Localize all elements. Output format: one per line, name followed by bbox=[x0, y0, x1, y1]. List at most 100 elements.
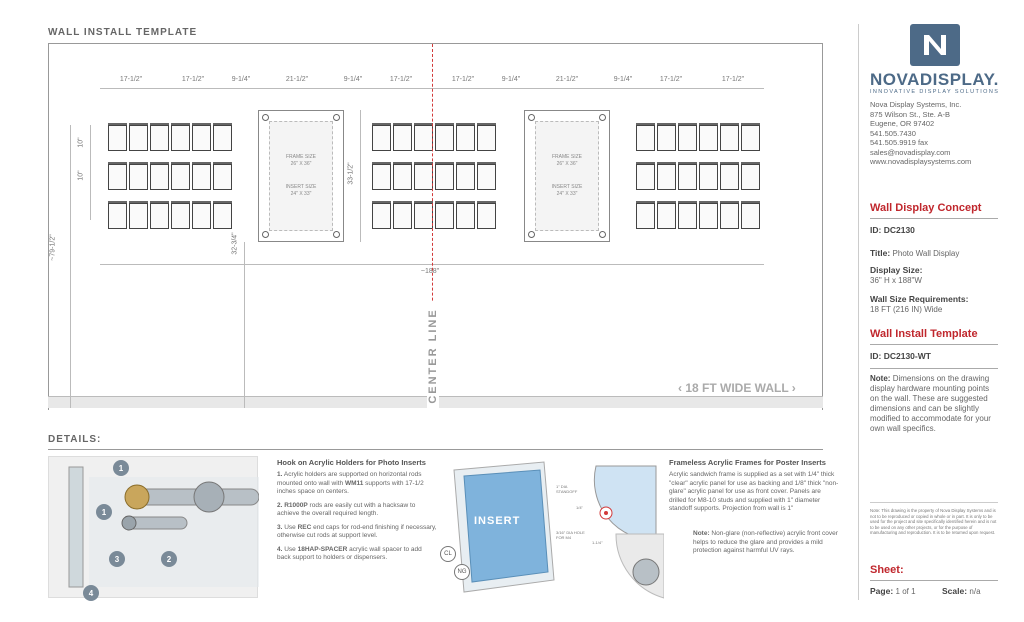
detail-badge: 1 bbox=[96, 504, 112, 520]
address-block: Nova Display Systems, Inc.875 Wilson St.… bbox=[870, 100, 972, 166]
detail-badge: 2 bbox=[161, 551, 177, 567]
standoff-callout: 1" DIA STANDOFF bbox=[556, 484, 578, 494]
dim-label: 21-1/2" bbox=[285, 76, 309, 83]
top-dimension-row: 17-1/2" 17-1/2" 9-1/4" 21-1/2" 9-1/4" 17… bbox=[100, 76, 800, 88]
holder-grid-right bbox=[636, 123, 760, 229]
dim-label: 9-1/4" bbox=[613, 76, 633, 83]
standoff-stud bbox=[262, 231, 269, 238]
display-size-label: Display Size: bbox=[870, 265, 923, 275]
standoff-stud bbox=[528, 114, 535, 121]
standoff-stud bbox=[262, 114, 269, 121]
frame-height-line bbox=[360, 110, 361, 242]
center-line bbox=[432, 44, 433, 410]
standoff-stud bbox=[599, 114, 606, 121]
header-divider bbox=[48, 43, 823, 44]
standoff-diagram bbox=[593, 465, 665, 599]
total-width-dim: ~188" bbox=[420, 268, 440, 275]
dim-label: 17-1/2" bbox=[389, 76, 413, 83]
detail-badge: 4 bbox=[83, 585, 99, 601]
hook-diagram bbox=[68, 466, 260, 588]
sheet-heading: Sheet: bbox=[870, 564, 998, 581]
standoff-stud bbox=[528, 231, 535, 238]
acrylic-frame-diagram bbox=[453, 461, 555, 593]
standoff-stud bbox=[333, 114, 340, 121]
hook-illustration: 1 1 2 3 4 bbox=[48, 456, 260, 601]
legal-divider bbox=[870, 502, 998, 503]
template-note: Note: Dimensions on the drawing display … bbox=[870, 374, 991, 433]
sidebar-divider bbox=[858, 24, 859, 600]
dim-label: 17-1/2" bbox=[721, 76, 745, 83]
detail-badge: 3 bbox=[109, 551, 125, 567]
insert-label: INSERT bbox=[474, 515, 521, 527]
detail-badge: 1 bbox=[113, 460, 129, 476]
clear-tag: CL bbox=[440, 546, 456, 562]
frame-size-value: 26" X 36" bbox=[290, 161, 312, 167]
dim-label: 17-1/2" bbox=[181, 76, 205, 83]
wall-height-line bbox=[70, 125, 71, 408]
display-size-value: 36" H x 188"W bbox=[870, 276, 922, 285]
non-glare-tag: NG bbox=[454, 564, 470, 580]
floor-height-dim: 32-3/4" bbox=[231, 232, 239, 255]
brand-name: NOVADISPLAY. bbox=[870, 70, 999, 89]
frame-title: Frameless Acrylic Frames for Poster Inse… bbox=[669, 458, 826, 467]
details-divider bbox=[48, 449, 823, 450]
frame-note: Note: Non-glare (non-reflective) acrylic… bbox=[693, 530, 838, 554]
wall-height-dim: ~79-1/2" bbox=[49, 234, 57, 261]
dim-label: 9-1/4" bbox=[501, 76, 521, 83]
details-title: DETAILS: bbox=[48, 434, 102, 445]
holder-grid-left bbox=[108, 123, 232, 229]
frame-size-label: FRAME SIZE bbox=[551, 154, 582, 160]
brand-tagline: INNOVATIVE DISPLAY SOLUTIONS bbox=[870, 89, 1000, 95]
dim-label: 9-1/4" bbox=[343, 76, 363, 83]
template-divider bbox=[870, 368, 998, 369]
standoff-stud bbox=[333, 231, 340, 238]
standoff-illustration: 1" DIA STANDOFF 3/16" DIA HOLE FOR M4 1/… bbox=[556, 460, 665, 600]
dim-label: 17-1/2" bbox=[659, 76, 683, 83]
hook-item-4: 4. Use 18HAP-SPACER acrylic wall spacer … bbox=[277, 545, 422, 562]
dim-label: 21-1/2" bbox=[555, 76, 579, 83]
row-dim-1: 10" bbox=[77, 137, 85, 148]
insert-size-label: INSERT SIZE bbox=[285, 184, 317, 190]
frame-details: Frameless Acrylic Frames for Poster Inse… bbox=[669, 458, 839, 514]
page-title: WALL INSTALL TEMPLATE bbox=[48, 27, 198, 38]
page-number: Page: 1 of 1 bbox=[870, 586, 916, 596]
wall-req-value: 18 FT (216 IN) Wide bbox=[870, 305, 943, 314]
sidebar: NOVADISPLAY. INNOVATIVE DISPLAY SOLUTION… bbox=[870, 24, 1000, 600]
hook-item-2: 2. R1000P rods are easily cut with a hac… bbox=[277, 501, 416, 518]
insert-size-value: 24" X 33" bbox=[290, 191, 312, 197]
floor-height-line bbox=[244, 242, 245, 408]
concept-id: ID: DC2130 bbox=[870, 225, 915, 235]
wall-width-label: ‹ 18 FT WIDE WALL › bbox=[678, 381, 796, 395]
insert-size-label: INSERT SIZE bbox=[551, 184, 583, 190]
frame-size-label: FRAME SIZE bbox=[285, 154, 316, 160]
template-id: ID: DC2130-WT bbox=[870, 351, 931, 361]
thickness-callout: 1/4" bbox=[576, 505, 583, 510]
standoff-stud bbox=[599, 231, 606, 238]
dim-label: 17-1/2" bbox=[119, 76, 143, 83]
wall-left-edge bbox=[48, 44, 49, 410]
dim-label: 9-1/4" bbox=[231, 76, 251, 83]
logo-icon bbox=[910, 24, 960, 66]
insert-size-value: 24" X 33" bbox=[556, 191, 578, 197]
row-dim-line bbox=[90, 125, 91, 220]
wall-req-label: Wall Size Requirements: bbox=[870, 294, 969, 304]
hook-details: Hook on Acrylic Holders for Photo Insert… bbox=[277, 458, 437, 563]
frame-text: Acrylic sandwich frame is supplied as a … bbox=[669, 471, 839, 512]
hook-title: Hook on Acrylic Holders for Photo Insert… bbox=[277, 458, 426, 467]
frame-size-value: 26" X 36" bbox=[556, 161, 578, 167]
acrylic-frame-illustration: INSERT CL NG bbox=[440, 460, 559, 600]
dim-label: 17-1/2" bbox=[451, 76, 475, 83]
template-heading: Wall Install Template bbox=[870, 328, 998, 345]
wall-right-edge bbox=[822, 44, 823, 410]
legal-note: Note: This drawing is the property of No… bbox=[870, 508, 997, 536]
hole-callout: 3/16" DIA HOLE FOR M4 bbox=[556, 530, 585, 540]
hook-item-1: 1. Acrylic holders are supported on hori… bbox=[277, 471, 424, 495]
center-line-label: CENTER LINE bbox=[427, 301, 439, 411]
hook-item-3: 3. Use REC end caps for rod-end finishin… bbox=[277, 523, 437, 540]
scale: Scale: n/a bbox=[942, 586, 981, 596]
frame-height-dim: 33-1/2" bbox=[347, 162, 355, 185]
diameter-callout: 1-1/4" bbox=[592, 540, 603, 545]
concept-title: Title: Photo Wall Display bbox=[870, 248, 960, 258]
